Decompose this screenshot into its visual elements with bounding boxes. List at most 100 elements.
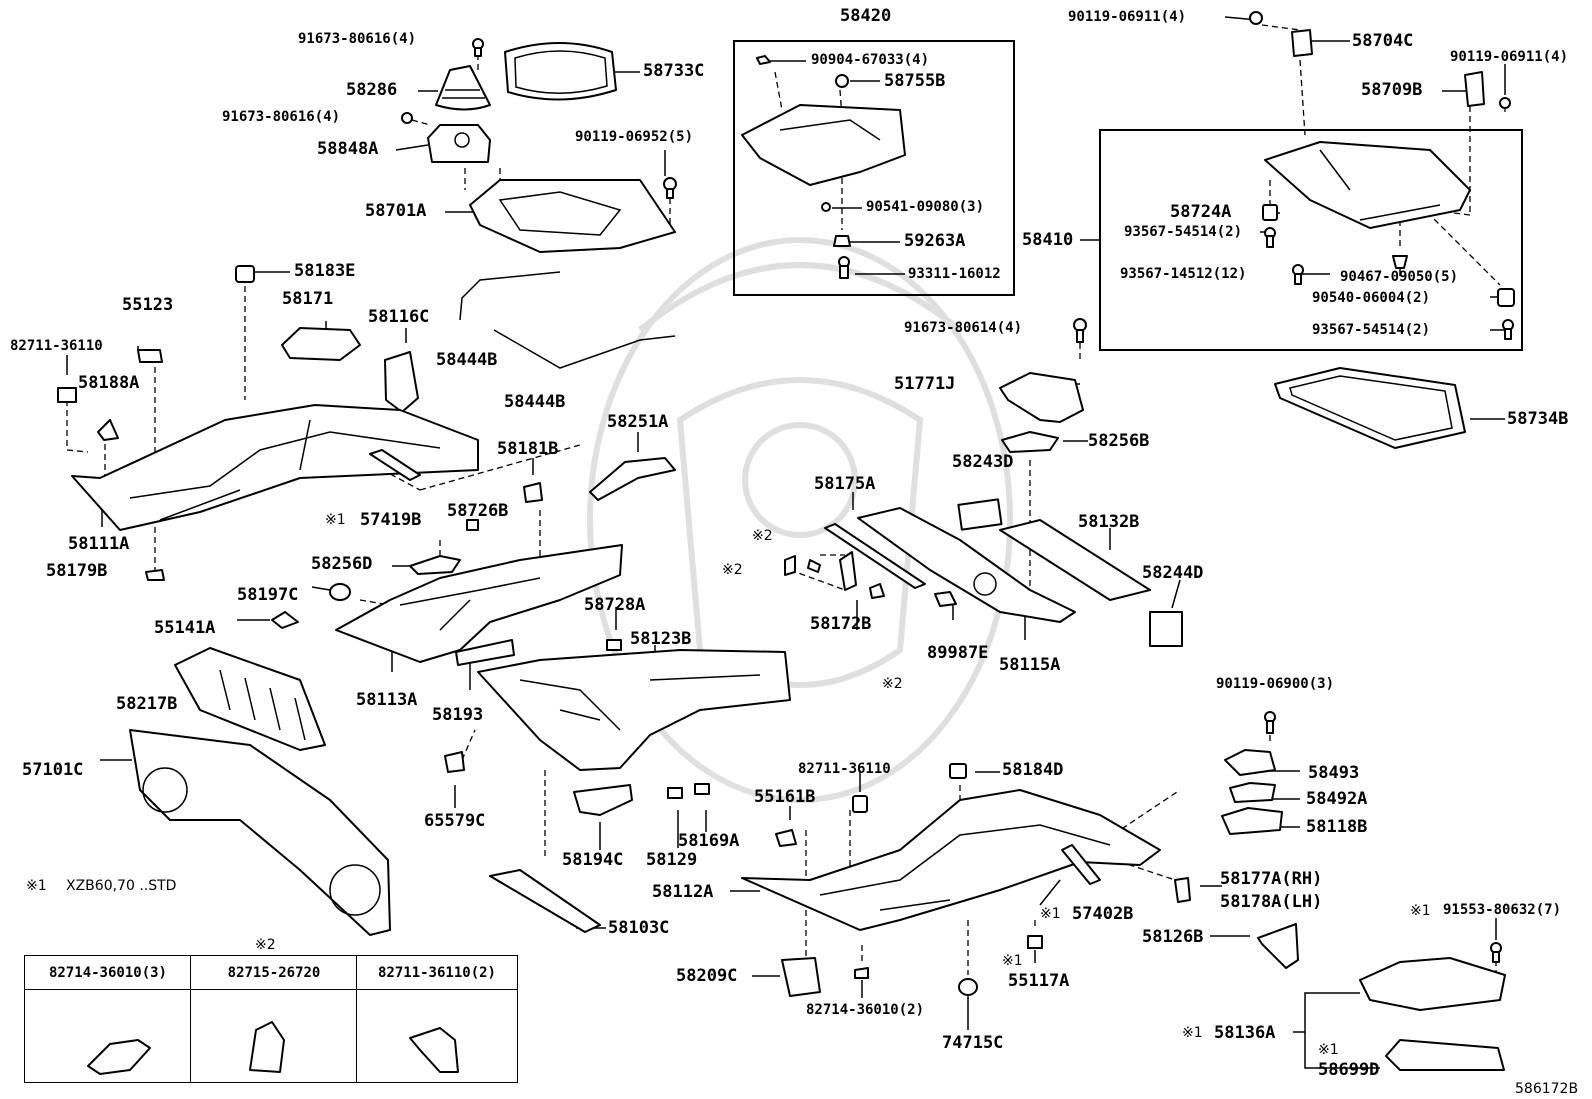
label-58728A: 58728A [584,595,646,615]
bolt-icon [838,256,850,279]
label-58734B: 58734B [1507,409,1569,429]
part-58188A-clip [97,419,119,441]
label-58183E: 58183E [294,261,356,281]
bolt-icon [1264,711,1276,734]
marker-star1-58699D: ※1 [1318,1042,1339,1058]
part-58493-cover [1224,749,1276,776]
label-93567-54514-upper: 93567-54514(2) [1124,224,1243,240]
part-58286-boot [435,65,491,111]
cushion-icon [1262,204,1278,221]
label-58256D: 58256D [311,554,373,574]
label-58188A: 58188A [78,373,140,393]
bolt-icon [663,177,677,199]
part-58116C-bracket [384,351,419,413]
label-58126B: 58126B [1142,927,1204,947]
marker-star1-55117A: ※1 [1002,953,1023,969]
label-82714-36010: 82714-36010(2) [806,1002,925,1018]
clip-icon [869,583,885,599]
label-58699D: 58699D [1318,1060,1380,1080]
part-82711-36110-clip [852,795,868,813]
part-57419B-rail [369,449,421,481]
label-58244D: 58244D [1142,563,1204,583]
part-58244D-plate [1149,611,1183,647]
label-58733C: 58733C [643,61,705,81]
part-58704C-clip [1291,29,1313,57]
label-58709B: 58709B [1361,80,1423,100]
label-55141A: 55141A [154,618,216,638]
label-58181B: 58181B [497,439,559,459]
label-58115A: 58115A [999,655,1061,675]
part-58217B-panel [174,647,326,751]
label-58113A: 58113A [356,690,418,710]
part-58733C-seal [504,42,617,101]
part-58136A-mat [1359,957,1506,1011]
label-58256B: 58256B [1088,431,1150,451]
clip-icon [784,555,796,576]
part-58251A-bracket [589,457,676,501]
part-58492A-seal [1229,782,1276,803]
part-55141A-clip [271,611,299,629]
part-58169A-clip [694,783,710,795]
legend-title-marker: ※2 [255,937,276,953]
label-59263A: 59263A [904,231,966,251]
label-90904-67033: 90904-67033(4) [811,52,930,68]
part-58848A-bracket [427,124,491,163]
part-58123B-floor-pan [477,649,791,771]
label-89987E: 89987E [927,643,989,663]
legend-part-82711-36110 [409,1027,459,1073]
label-58444B-upper: 58444B [436,350,498,370]
label-58724A: 58724A [1170,202,1232,222]
label-82711-36110-left: 82711-36110 [10,338,103,354]
bolt-icon [1073,318,1087,343]
label-58209C: 58209C [676,966,738,986]
label-58132B: 58132B [1078,512,1140,532]
part-74715C-plug [958,978,978,996]
part-58113A-floor-pan [335,544,623,663]
legend-header-1: 82714-36010(3) [25,956,191,990]
legend-col-1 [25,956,191,1082]
label-51771J: 51771J [894,374,956,394]
footnote-text: XZB60,70 ..STD [66,878,177,894]
marker-star1-57419B: ※1 [325,512,346,528]
clip-icon [833,235,851,247]
part-58709B-clip [1464,71,1485,107]
part-58726B-clip [466,519,479,531]
label-55123: 55123 [122,295,174,315]
label-58194C: 58194C [562,850,624,870]
label-58103C: 58103C [608,918,670,938]
part-89987E-clip [934,591,957,607]
marker-star1-91553: ※1 [1410,903,1431,919]
part-55117A-clip [1027,935,1043,949]
label-90119-06911-left: 90119-06911(4) [1068,9,1187,25]
part-58444B-wire [459,271,676,369]
label-58492A: 58492A [1306,789,1368,809]
marker-star2-b: ※2 [722,562,743,578]
label-91673-80616-mid: 91673-80616(4) [222,109,341,125]
bolt-icon [472,38,484,57]
label-90119-06911-right: 90119-06911(4) [1450,49,1569,65]
part-58193-rail [455,639,515,666]
label-93567-54514-lower: 93567-54514(2) [1312,322,1431,338]
label-57101C: 57101C [22,760,84,780]
clip-icon [821,202,831,212]
marker-star1-58136A: ※1 [1182,1025,1203,1041]
label-58184D: 58184D [1002,760,1064,780]
label-55117A: 55117A [1008,971,1070,991]
part-58701A-panel [469,179,676,253]
label-58444B-lower: 58444B [504,392,566,412]
bolt-icon [1502,319,1514,340]
label-58178A: 58178A(LH) [1220,892,1323,912]
marker-star2-a: ※2 [752,528,773,544]
part-58175A-rail [824,523,926,589]
label-93311-16012: 93311-16012 [908,266,1001,282]
part-58194C-rail [573,784,633,816]
part-57101C-dash-panel [129,729,391,936]
bolt-icon [1499,97,1511,109]
diagram-id: 586172B [1515,1081,1579,1097]
label-58169A: 58169A [678,831,740,851]
clip-icon [756,55,771,65]
part-58181B-clip [523,482,543,503]
part-58410-console-lid [1264,141,1471,229]
bolt-icon [1264,227,1276,248]
